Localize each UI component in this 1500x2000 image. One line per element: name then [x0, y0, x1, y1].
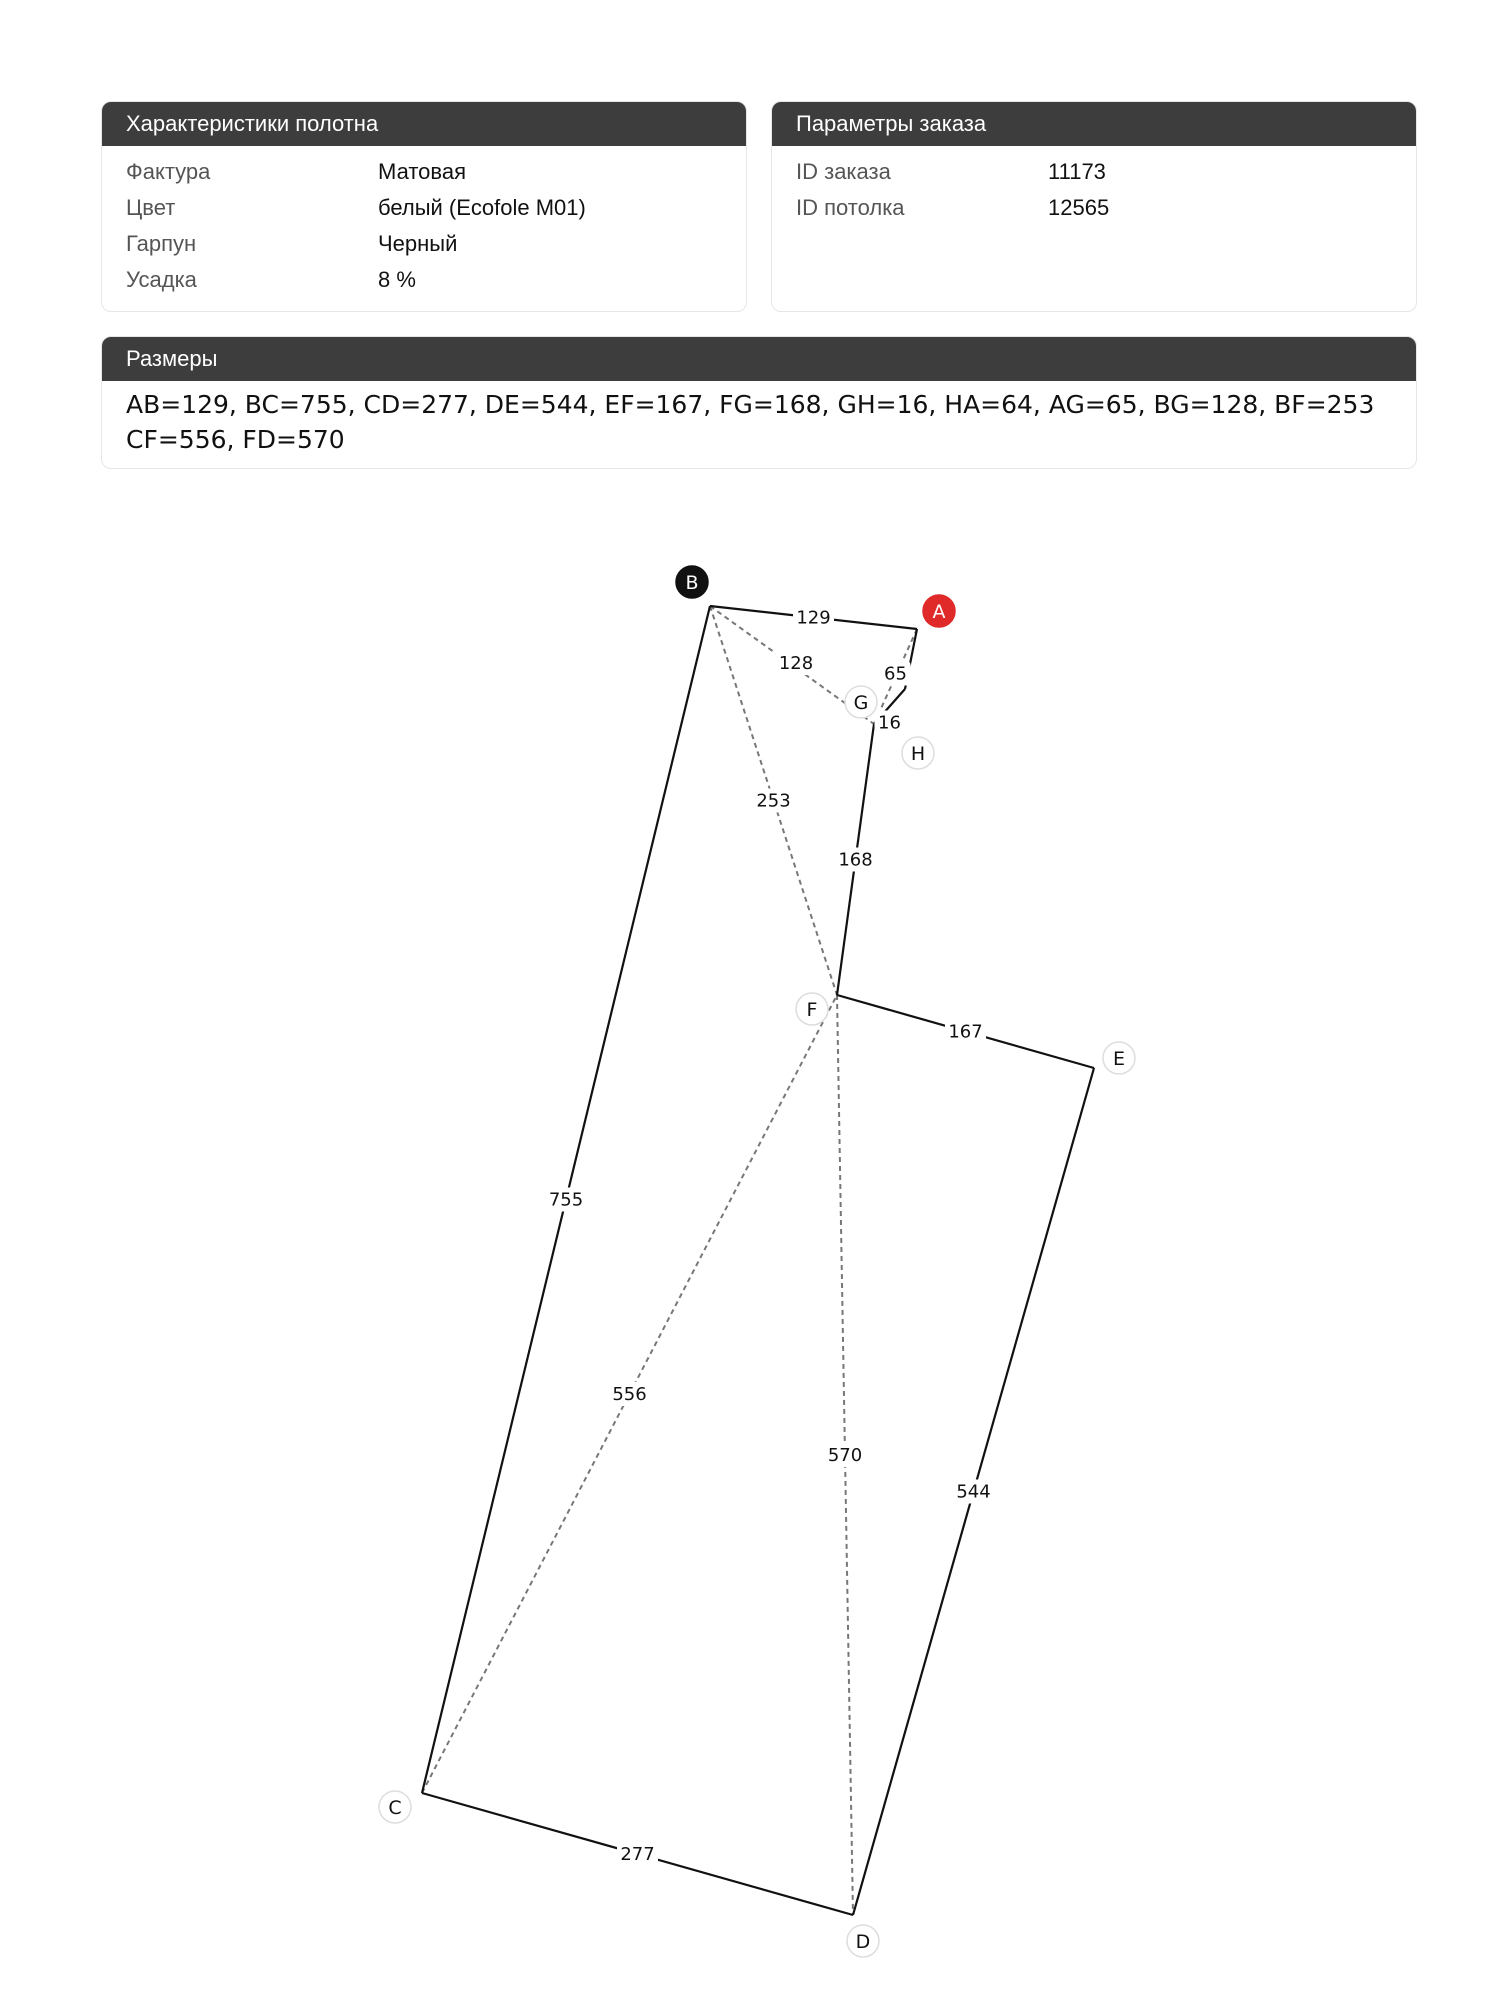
vertex-marker-a	[922, 594, 956, 628]
edge-label-cd: 277	[620, 1844, 654, 1865]
vertex-label-d: D	[856, 1931, 871, 1953]
edge-label-bg-cf	[609, 1382, 650, 1406]
edge-label-gh: 16	[878, 713, 901, 734]
edge-label-bg-bc	[545, 1187, 587, 1212]
vertex-label-h: H	[911, 743, 925, 765]
vertex-label-e: E	[1113, 1048, 1125, 1070]
texture-label: Фактура	[126, 159, 211, 184]
vertex-marker-e	[1102, 1041, 1136, 1075]
vertex-marker-h	[901, 736, 935, 770]
dimensions-card: Размеры AB=129, BC=755, CD=277, DE=544, …	[101, 336, 1417, 469]
ceiling-id-label: ID потолка	[796, 195, 905, 220]
color-value: белый (Ecofole M01)	[378, 195, 586, 220]
edge-label-ag: 65	[884, 664, 907, 685]
edge-label-bg-ab	[793, 605, 834, 630]
vertex-label-c: C	[388, 1797, 401, 1819]
edge-label-bg-gh	[874, 710, 905, 735]
vertex-marker-d	[846, 1924, 880, 1958]
edge-label-cf: 556	[612, 1384, 646, 1405]
edge-label-bg-de	[953, 1479, 994, 1504]
dimensions-line-1: AB=129, BC=755, CD=277, DE=544, EF=167, …	[126, 390, 1375, 419]
edge-label-bf: 253	[756, 791, 790, 812]
vertex-label-g: G	[854, 692, 869, 714]
canvas-characteristics-card: Характеристики полотна Фактура Матовая Ц…	[101, 101, 747, 312]
order-id-label: ID заказа	[796, 159, 891, 184]
edge-cf	[421, 994, 838, 1794]
harpoon-label: Гарпун	[126, 231, 197, 256]
vertex-marker-f	[795, 992, 829, 1026]
edge-label-bg-fd	[824, 1443, 866, 1467]
vertex-marker-c	[378, 1790, 412, 1824]
edge-label-bg-cd	[617, 1842, 658, 1866]
edge-label-bc: 755	[549, 1190, 583, 1211]
canvas-characteristics-list: Фактура Матовая Цвет белый (Ecofole M01)…	[102, 146, 746, 298]
order-parameters-list: ID заказа 11173 ID потолка 12565	[772, 146, 1416, 226]
canvas-row-harpoon: Гарпун Черный	[126, 226, 746, 262]
edge-label-fg: 168	[838, 850, 872, 871]
canvas-row-color: Цвет белый (Ecofole M01)	[126, 190, 746, 226]
order-parameters-title: Параметры заказа	[772, 102, 1416, 146]
vertex-label-a: A	[933, 601, 946, 623]
edge-label-fd: 570	[828, 1445, 862, 1466]
texture-value: Матовая	[378, 159, 466, 184]
edge-label-ef: 167	[948, 1022, 982, 1043]
edge-label-bg-ef	[945, 1019, 986, 1044]
shrinkage-label: Усадка	[126, 267, 197, 292]
dimensions-title: Размеры	[102, 337, 1416, 381]
vertex-label-f: F	[807, 999, 818, 1021]
edge-label-bg-fg	[835, 847, 876, 872]
canvas-characteristics-title: Характеристики полотна	[102, 102, 746, 146]
vertex-marker-g	[844, 685, 878, 719]
edge-label-ab: 129	[796, 608, 830, 629]
vertex-label-b: B	[685, 572, 698, 594]
canvas-row-texture: Фактура Матовая	[126, 154, 746, 190]
order-row-ceiling-id: ID потолка 12565	[796, 190, 1416, 226]
canvas-row-shrinkage: Усадка 8 %	[126, 262, 746, 298]
color-label: Цвет	[126, 195, 176, 220]
order-parameters-card: Параметры заказа ID заказа 11173 ID пото…	[771, 101, 1417, 312]
vertex-marker-b	[675, 565, 709, 599]
order-row-id: ID заказа 11173	[796, 154, 1416, 190]
dimensions-line-2: CF=556, FD=570	[126, 425, 345, 454]
order-id-value: 11173	[1048, 159, 1106, 184]
edge-label-bg: 128	[779, 653, 813, 674]
edge-label-bg-bg	[775, 651, 817, 675]
harpoon-value: Черный	[378, 231, 458, 256]
edge-label-bg-bf	[753, 788, 794, 813]
dimensions-text: AB=129, BC=755, CD=277, DE=544, EF=167, …	[102, 381, 1416, 457]
ceiling-id-value: 12565	[1048, 195, 1110, 220]
edge-label-de: 544	[956, 1482, 990, 1503]
edge-label-bg-ag	[880, 661, 911, 686]
shrinkage-value: 8 %	[378, 267, 416, 292]
